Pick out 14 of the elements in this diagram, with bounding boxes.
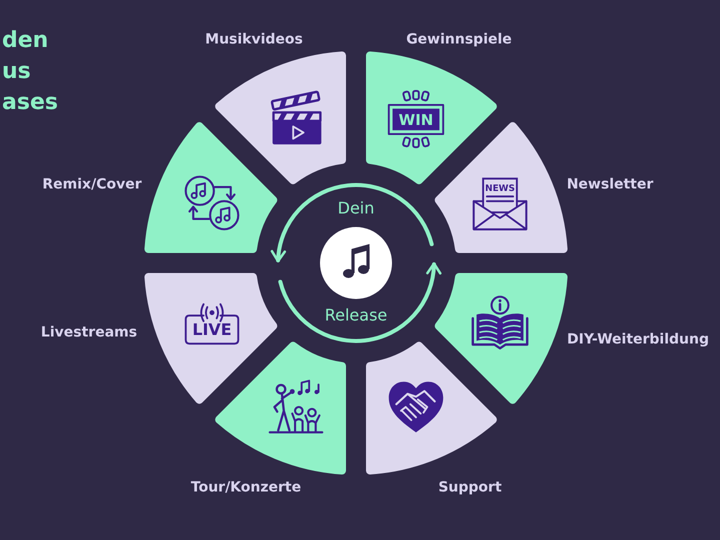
live-sign: LIVE xyxy=(182,292,242,353)
segment-label: Livestreams xyxy=(40,324,138,342)
center-label: Dein xyxy=(338,198,374,218)
center-label: Release xyxy=(324,305,388,325)
segment-label: Tour/Konzerte xyxy=(190,480,302,496)
segment-label: Remix/Cover xyxy=(42,176,142,194)
segment-label: Support xyxy=(438,480,502,496)
segment-label: Gewinnspiele xyxy=(406,32,512,48)
segment-label: DIY-Weiterbildung xyxy=(566,332,710,348)
segment-label: Musikvideos xyxy=(205,32,303,48)
segment-label: Newsletter xyxy=(566,176,654,194)
title: den us ases xyxy=(2,27,58,117)
news-envelope: NEWS xyxy=(470,173,530,234)
win-sign: WIN xyxy=(386,88,446,149)
